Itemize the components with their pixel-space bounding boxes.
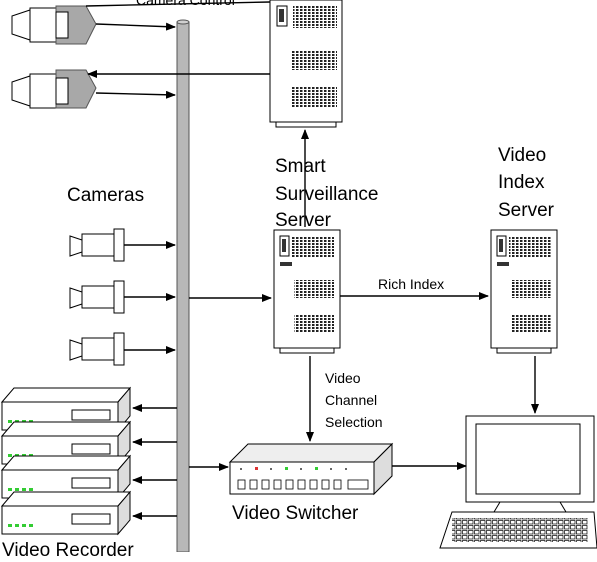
connectors: [85, 1, 539, 520]
network-backbone: [176, 19, 190, 552]
video-index-label-line2: Index: [498, 172, 545, 193]
smart-server-label-line3: Server: [275, 210, 331, 231]
monitor-workstation: [439, 415, 597, 549]
video-switcher-label: Video Switcher: [232, 503, 359, 524]
camera-2: [69, 280, 125, 314]
smart-server-label-line1: Smart: [275, 156, 326, 177]
camera-3: [69, 332, 125, 366]
video-switcher: [228, 442, 394, 496]
camera-1: [69, 228, 125, 262]
ptz-camera-2: [11, 69, 97, 109]
video-index-server: [490, 229, 558, 354]
smart-server-label-line2: Surveillance: [275, 184, 379, 205]
channel-selection-label-line1: Video: [325, 370, 361, 386]
camera-control-server: [269, 0, 343, 128]
video-index-label-line3: Server: [498, 200, 554, 221]
rich-index-label: Rich Index: [378, 276, 445, 292]
channel-selection-label-line3: Selection: [325, 414, 383, 430]
video-recorder-4: [0, 490, 132, 536]
video-index-label-line1: Video: [498, 145, 547, 166]
channel-selection-label-line2: Channel: [325, 392, 378, 408]
ptz-camera-1: [11, 5, 97, 45]
camera-control-label: Camera Control: [136, 0, 235, 8]
cameras-label: Cameras: [67, 185, 145, 206]
video-recorder-label: Video Recorder: [2, 540, 134, 561]
smart-surveillance-server: [273, 229, 341, 354]
